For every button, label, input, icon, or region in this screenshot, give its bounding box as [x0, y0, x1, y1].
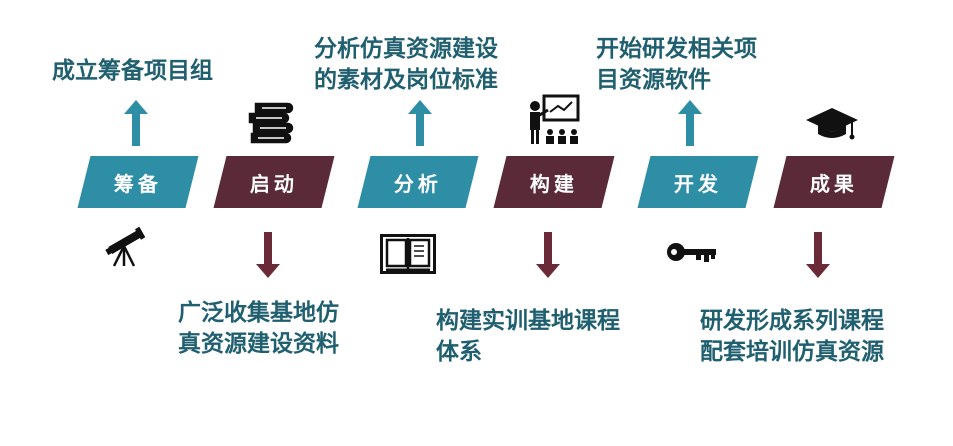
- desc-result: 研发形成系列课程 配套培训仿真资源: [700, 306, 884, 368]
- stage-analyze-label: 分析: [394, 171, 442, 196]
- down-arrow-result: [806, 232, 830, 278]
- stage-analyze: 分析: [357, 156, 479, 208]
- stage-prepare-label: 筹备: [114, 171, 162, 196]
- desc-build-line-2: 体系: [436, 339, 482, 365]
- stage-build: 构建: [493, 156, 615, 208]
- up-arrow-prepare: [124, 100, 148, 146]
- stage-result: 成果: [773, 156, 895, 208]
- desc-analyze-line-1: 分析仿真资源建设: [314, 36, 498, 62]
- desc-result-line-2: 配套培训仿真资源: [700, 339, 884, 365]
- desc-result-line-1: 研发形成系列课程: [700, 308, 884, 334]
- desc-start: 广泛收集基地仿 真资源建设资料: [178, 298, 339, 360]
- stage-develop: 开发: [637, 156, 759, 208]
- desc-analyze-line-2: 的素材及岗位标准: [314, 67, 498, 93]
- down-arrow-start: [256, 232, 280, 278]
- key-icon: [667, 243, 716, 262]
- desc-start-line-2: 真资源建设资料: [178, 331, 339, 357]
- books-icon: [248, 102, 294, 144]
- desc-prepare: 成立筹备项目组: [52, 56, 213, 87]
- desc-build-line-1: 构建实训基地课程: [436, 308, 620, 334]
- desc-develop-line-1: 开始研发相关项: [596, 36, 757, 62]
- up-arrow-analyze: [408, 100, 432, 146]
- desc-develop-line-2: 目资源软件: [596, 67, 711, 93]
- stage-develop-label: 开发: [674, 171, 722, 196]
- stage-start-label: 启动: [250, 171, 298, 196]
- graduation-cap-icon: [806, 108, 858, 140]
- stage-start: 启动: [213, 156, 335, 208]
- down-arrow-build: [536, 232, 560, 278]
- desc-analyze: 分析仿真资源建设 的素材及岗位标准: [314, 34, 498, 96]
- stage-build-label: 构建: [530, 171, 578, 196]
- open-book-icon: [380, 234, 436, 274]
- desc-develop: 开始研发相关项 目资源软件: [596, 34, 757, 96]
- teacher-board-icon: [530, 94, 580, 144]
- stage-prepare: 筹备: [77, 156, 199, 208]
- desc-build: 构建实训基地课程 体系: [436, 306, 620, 368]
- desc-prepare-line-1: 成立筹备项目组: [52, 58, 213, 84]
- stage-result-label: 成果: [810, 171, 858, 196]
- desc-start-line-1: 广泛收集基地仿: [178, 300, 339, 326]
- up-arrow-develop: [678, 100, 702, 146]
- telescope-icon: [105, 226, 146, 267]
